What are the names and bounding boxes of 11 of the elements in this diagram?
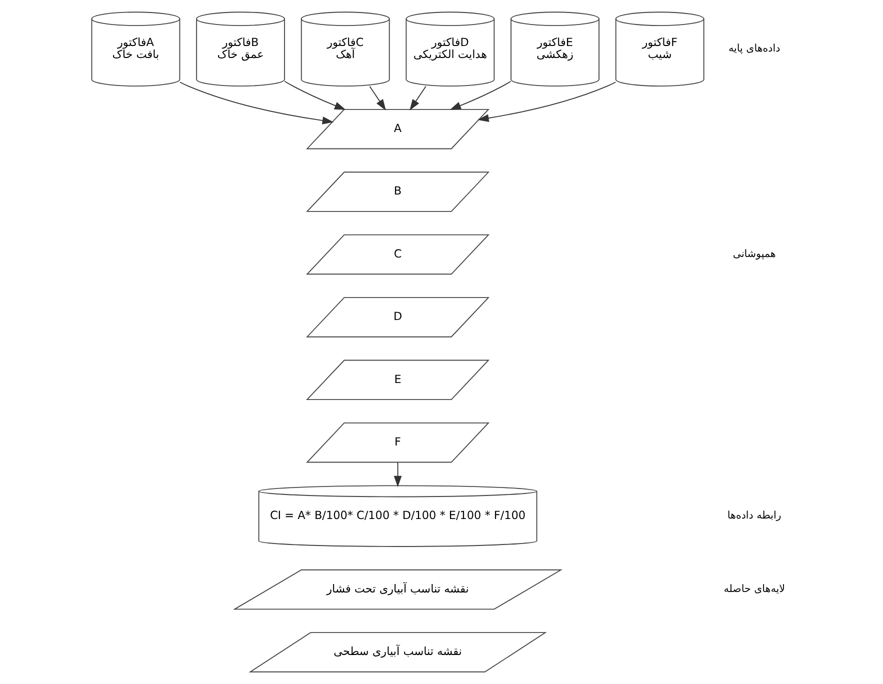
label: داده‌های پایه: [728, 42, 780, 55]
arrow: [178, 82, 334, 124]
arrow: [368, 86, 386, 111]
label: لایه‌های حاصله: [723, 583, 784, 596]
arrow: [409, 86, 426, 111]
arrow: [477, 82, 616, 122]
arrow: [393, 462, 402, 488]
arrow: [284, 80, 346, 110]
label: همپوشانی: [732, 248, 776, 260]
arrow: [449, 80, 511, 110]
label: رابطه داده‌ها: [726, 510, 781, 522]
